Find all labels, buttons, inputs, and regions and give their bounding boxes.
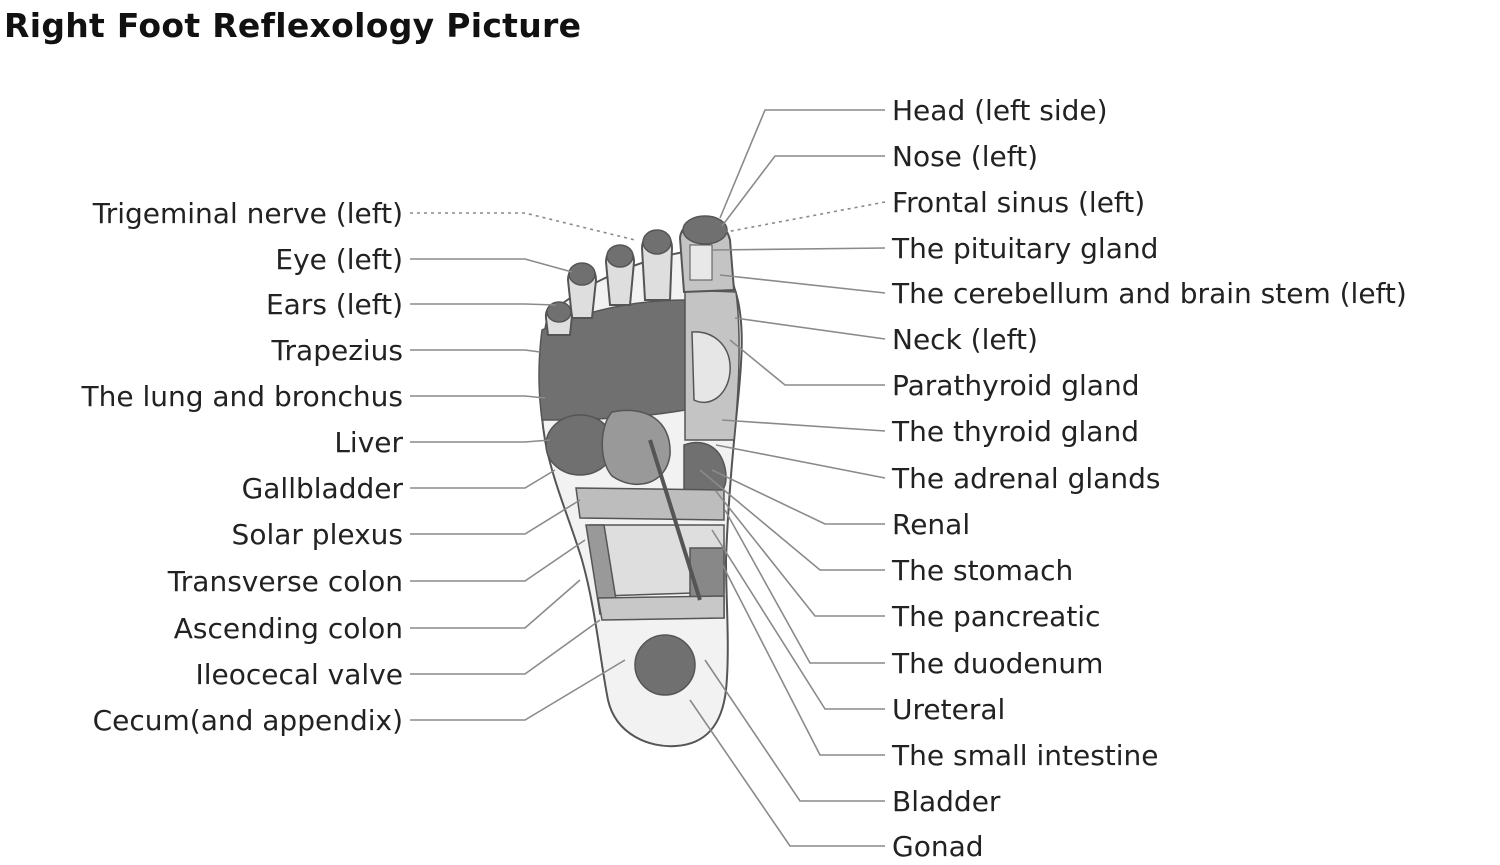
leader-line-left — [410, 395, 546, 399]
label-pituitary-gland: The pituitary gland — [891, 232, 1158, 265]
leader-line-right — [719, 559, 885, 756]
label-neck: Neck (left) — [892, 323, 1038, 356]
zone-heel — [634, 634, 696, 696]
leader-line-left — [410, 469, 556, 489]
label-duodenum: The duodenum — [891, 647, 1103, 680]
toe-big-inner — [689, 244, 713, 281]
leader-line-left — [410, 258, 573, 273]
toe-2-tip — [642, 229, 672, 255]
label-transverse-colon: Transverse colon — [167, 565, 403, 598]
label-frontal-sinus: Frontal sinus (left) — [892, 186, 1145, 219]
toe-5-tip — [546, 301, 572, 323]
label-parathyroid-gland: Parathyroid gland — [892, 369, 1139, 402]
label-stomach: The stomach — [891, 554, 1073, 587]
leader-line-right — [711, 529, 885, 710]
leader-line-left — [410, 439, 551, 443]
label-head: Head (left side) — [892, 94, 1108, 127]
leader-line-right — [711, 469, 885, 525]
label-ileocecal-valve: Ileocecal valve — [195, 658, 403, 691]
page-title: Right Foot Reflexology Picture — [4, 6, 582, 45]
leader-line-left — [410, 539, 586, 582]
leader-line-right — [719, 274, 886, 294]
toes — [544, 215, 736, 336]
zone-lower-colon — [597, 595, 725, 621]
leader-line-right — [724, 509, 885, 664]
zone-transverse-colon — [575, 487, 725, 521]
label-nose: Nose (left) — [892, 140, 1038, 173]
toe-3-tip — [606, 244, 634, 268]
label-gonad: Gonad — [892, 830, 984, 863]
leader-line-left — [410, 212, 636, 241]
label-cerebellum-brain-stem: The cerebellum and brain stem (left) — [891, 277, 1407, 310]
toe-big-tip — [682, 215, 728, 245]
label-adrenal-glands: The adrenal glands — [891, 462, 1160, 495]
label-thyroid-gland: The thyroid gland — [891, 415, 1139, 448]
labels-left: Trigeminal nerve (left) Eye (left) Ears … — [80, 197, 403, 737]
leader-line-right — [714, 489, 885, 617]
label-ears: Ears (left) — [266, 288, 403, 321]
label-ureteral: Ureteral — [892, 693, 1005, 726]
label-trapezius: Trapezius — [271, 334, 403, 367]
leader-line-left — [410, 659, 626, 721]
leader-line-left — [410, 303, 557, 306]
label-solar-plexus: Solar plexus — [232, 518, 403, 551]
leader-line-right — [689, 699, 885, 847]
foot-illustration — [538, 215, 743, 748]
leader-lines — [410, 109, 886, 847]
toe-4-tip — [568, 262, 596, 286]
label-cecum: Cecum(and appendix) — [93, 704, 403, 737]
label-small-intestine: The small intestine — [891, 739, 1159, 772]
leader-line-right — [715, 444, 886, 479]
zone-thyroid — [691, 331, 731, 403]
label-ascending-colon: Ascending colon — [174, 612, 403, 645]
leader-line-right — [721, 419, 886, 432]
leader-line-right — [734, 317, 886, 340]
leader-line-right — [711, 247, 886, 251]
label-lung-bronchus: The lung and bronchus — [80, 380, 403, 413]
zone-stomach — [601, 409, 671, 485]
leader-line-right — [729, 339, 885, 386]
leader-line-right — [719, 109, 885, 219]
label-pancreatic: The pancreatic — [891, 600, 1100, 633]
label-bladder: Bladder — [892, 785, 1001, 818]
label-liver: Liver — [334, 426, 403, 459]
label-gallbladder: Gallbladder — [242, 472, 404, 505]
leader-line-right — [704, 659, 885, 802]
leader-line-left — [410, 579, 581, 629]
zone-ureter — [648, 439, 702, 601]
leader-line-left — [410, 499, 581, 535]
leader-line-left — [410, 619, 601, 675]
label-eye: Eye (left) — [275, 243, 403, 276]
leader-line-right — [699, 469, 885, 571]
labels-right: Head (left side) Nose (left) Frontal sin… — [891, 94, 1407, 863]
leader-line-right — [721, 155, 885, 227]
leader-line-right — [725, 201, 886, 233]
label-trigeminal-nerve: Trigeminal nerve (left) — [92, 197, 403, 230]
label-renal: Renal — [892, 508, 970, 541]
leader-line-left — [410, 349, 541, 353]
